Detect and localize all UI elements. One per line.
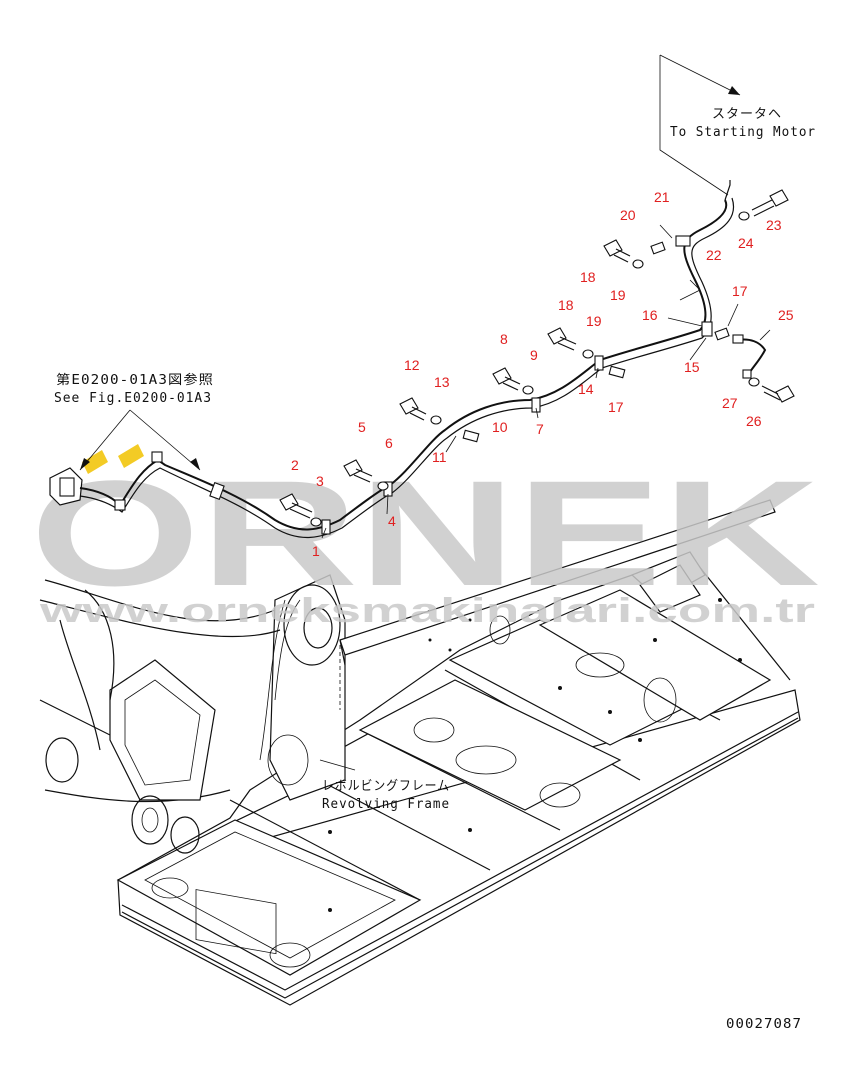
bolt-23 [751, 189, 789, 217]
callout-19-lower: 19 [586, 313, 602, 329]
starter-note-en: To Starting Motor [670, 125, 816, 140]
hardware [279, 189, 795, 527]
washer-27 [748, 377, 760, 387]
washer-19-upper [632, 259, 644, 269]
callout-26: 26 [746, 413, 762, 429]
callout-10: 10 [492, 419, 508, 435]
callout-22: 22 [706, 247, 722, 263]
frame-note-jp: レボルビングフレーム [322, 779, 450, 794]
callout-6: 6 [385, 435, 393, 451]
callout-1: 1 [312, 543, 320, 559]
callout-23: 23 [766, 217, 782, 233]
bolt-5 [343, 459, 373, 483]
arrow-icon [728, 86, 740, 95]
collar-17-lower [608, 365, 626, 379]
collar-20 [650, 241, 666, 255]
callout-19-upper: 19 [610, 287, 626, 303]
watermark-accent-icon-2 [118, 444, 144, 468]
callout-17-upper: 17 [732, 283, 748, 299]
callout-4: 4 [388, 513, 396, 529]
callout-25: 25 [778, 307, 794, 323]
callout-18-lower: 18 [558, 297, 574, 313]
ref-arrow-left-icon [80, 458, 90, 470]
watermark-accent-icon [82, 450, 108, 474]
callout-11: 11 [432, 449, 447, 465]
bolt-18-lower [547, 327, 577, 351]
reference-note-en: See Fig.E0200-01A3 [54, 391, 212, 406]
callout-13: 13 [434, 374, 450, 390]
frame-bolt-dots [328, 598, 742, 912]
frame-note-en: Revolving Frame [322, 797, 450, 812]
callout-7: 7 [536, 421, 544, 437]
callout-12: 12 [404, 357, 420, 373]
washer-24 [738, 211, 750, 221]
washer-3 [310, 517, 322, 527]
bolt-2 [279, 493, 313, 519]
callout-9: 9 [530, 347, 538, 363]
bolt-18-upper [603, 239, 631, 263]
callout-17-lower: 17 [608, 399, 624, 415]
callout-20: 20 [620, 207, 636, 223]
leader-lines [79, 54, 771, 771]
callout-5: 5 [358, 419, 366, 435]
drawing-number: 00027087 [726, 1017, 802, 1032]
collar-11 [462, 429, 480, 443]
collar-17-upper [714, 327, 730, 341]
callout-2: 2 [291, 457, 299, 473]
reference-note-jp: 第E0200-01A3図参照 [56, 372, 214, 388]
callout-8: 8 [500, 331, 508, 347]
callout-18-upper: 18 [580, 269, 596, 285]
watermark-brand: ORNEK [30, 449, 820, 617]
bolt-26 [761, 385, 795, 403]
annotations: スタータヘ To Starting Motor 第E0200-01A3図参照 S… [54, 107, 816, 1032]
callout-3: 3 [316, 473, 324, 489]
washer-9 [522, 385, 534, 395]
part-callouts: 1 2 3 4 5 6 7 8 9 10 11 12 13 14 15 16 1… [291, 189, 794, 559]
watermark: ORNEK www.orneksmakinalari.com.tr [30, 444, 820, 630]
callout-14: 14 [578, 381, 594, 397]
wiring-harness [49, 180, 767, 539]
watermark-site: www.orneksmakinalari.com.tr [38, 592, 815, 630]
bolt-12 [399, 397, 427, 421]
washer-13 [430, 415, 442, 425]
callout-21: 21 [654, 189, 670, 205]
revolving-frame [39, 499, 801, 1006]
callout-24: 24 [738, 235, 754, 251]
callout-15: 15 [684, 359, 700, 375]
washer-19-lower [582, 349, 594, 359]
callout-16: 16 [642, 307, 658, 323]
bolt-8 [492, 367, 521, 391]
ref-arrow-right-icon [190, 458, 200, 470]
callout-27: 27 [722, 395, 738, 411]
starter-note-jp: スタータヘ [712, 107, 782, 122]
washer-6 [377, 481, 389, 491]
